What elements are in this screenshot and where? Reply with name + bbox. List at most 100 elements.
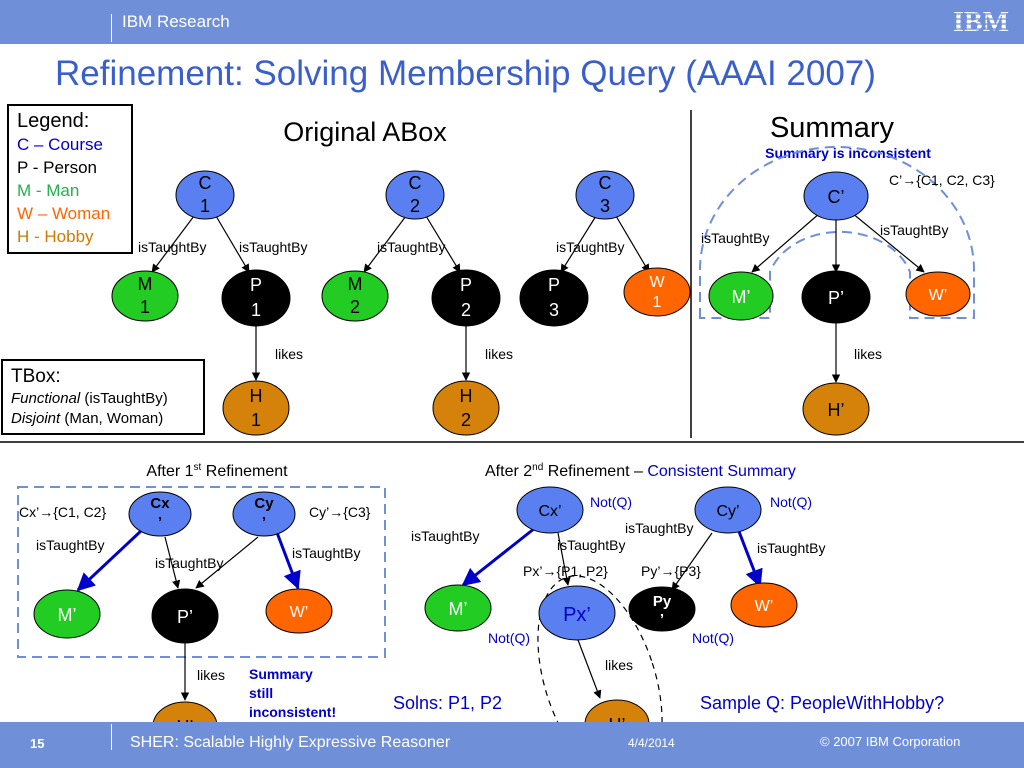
- still-inconsistent-line1: Summary: [249, 666, 313, 682]
- edge-label-likes-p1-h1: likes: [275, 346, 303, 362]
- svg-text:W’: W’: [290, 604, 309, 621]
- footer-bar: 15 SHER: Scalable Highly Expressive Reas…: [0, 722, 1024, 768]
- svg-text:W’: W’: [929, 287, 948, 304]
- edge-label-taught-r2-cy-w: isTaughtBy: [757, 540, 825, 556]
- px-mapping: Px’→{P1, P2}: [523, 563, 608, 579]
- svg-text:M’: M’: [58, 605, 77, 625]
- svg-text:W: W: [649, 274, 665, 291]
- svg-text:H: H: [460, 386, 473, 406]
- edge-label-taught-c3-p3: isTaughtBy: [556, 239, 624, 255]
- svg-text:M: M: [348, 274, 363, 294]
- edge-label-taught-cy-w: isTaughtBy: [292, 545, 360, 561]
- legend-item-course: C – Course: [17, 135, 103, 154]
- footer-copyright: © 2007 IBM Corporation: [820, 734, 961, 749]
- page-number: 15: [30, 736, 45, 751]
- first-refinement-dashed-box: [17, 486, 386, 658]
- edge-label-taught-c1-m1: isTaughtBy: [138, 239, 206, 255]
- node-r1-p: P’: [151, 588, 219, 644]
- svg-text:2: 2: [461, 410, 471, 430]
- edge-label-taught-cx-m: isTaughtBy: [36, 537, 104, 553]
- svg-text:P: P: [460, 275, 472, 295]
- ibm-logo: IBM: [946, 7, 1016, 38]
- svg-text:C: C: [409, 173, 422, 193]
- tbox-title: TBox:: [11, 366, 61, 387]
- notq-label-py: Not(Q): [692, 630, 734, 646]
- node-r2-py: Py’: [628, 586, 696, 632]
- sample-query-label: Sample Q: PeopleWithHobby?: [700, 693, 944, 713]
- svg-text:1: 1: [251, 300, 261, 320]
- node-summary-m: M’: [708, 271, 774, 321]
- node-c3: C3: [575, 170, 635, 220]
- svg-text:C: C: [599, 173, 612, 193]
- svg-text:3: 3: [549, 300, 559, 320]
- svg-text:P: P: [250, 275, 262, 295]
- tbox-line-disjoint: Disjoint (Man, Woman): [11, 410, 164, 427]
- node-h1: H1: [222, 380, 290, 436]
- node-h2: H2: [432, 380, 500, 436]
- edge-label-taught-c2-p2: isTaughtBy: [377, 239, 445, 255]
- svg-text:Cx: Cx: [150, 495, 170, 512]
- edge-label-taught-r2-cx-px: isTaughtBy: [557, 537, 625, 553]
- tbox-line-functional: Functional (isTaughtBy): [11, 390, 168, 407]
- legend-item-man: M - Man: [17, 181, 80, 200]
- notq-label-cx: Not(Q): [590, 494, 632, 510]
- node-summary-p: P’: [801, 270, 871, 324]
- svg-text:1: 1: [140, 297, 150, 317]
- heading-summary: Summary: [770, 112, 895, 144]
- edge-label-taught-summary-w: isTaughtBy: [880, 222, 948, 238]
- svg-text:2: 2: [461, 300, 471, 320]
- node-r1-cy: Cy’: [232, 491, 296, 537]
- node-p3: P3: [519, 269, 589, 327]
- still-inconsistent-line3: inconsistent!: [249, 704, 336, 720]
- svg-text:Px’: Px’: [563, 604, 591, 626]
- svg-text:IBM: IBM: [953, 7, 1009, 38]
- heading-after-first-refinement: After 1st Refinement: [146, 462, 288, 480]
- svg-text:C: C: [199, 173, 212, 193]
- node-p2: P2: [431, 269, 501, 327]
- node-r2-px: Px’: [538, 585, 616, 641]
- summary-mapping: C’→{C1, C2, C3}: [889, 172, 995, 188]
- cy-mapping: Cy’→{C3}: [309, 504, 371, 520]
- legend-item-person: P - Person: [17, 158, 98, 177]
- svg-text:’: ’: [158, 514, 162, 531]
- edge-label-taught-cx-p: isTaughtBy: [155, 555, 223, 571]
- node-c2: C2: [385, 170, 445, 220]
- node-w1: W1: [623, 267, 691, 317]
- footer-separator: [111, 724, 112, 750]
- still-inconsistent-line2: still: [249, 685, 273, 701]
- py-mapping: Py’→{P3}: [641, 563, 701, 579]
- svg-text:H: H: [250, 386, 263, 406]
- edge-label-taught-r2-cy-py: isTaughtBy: [625, 520, 693, 536]
- edge-label-likes-summary: likes: [854, 346, 882, 362]
- brand-label: IBM Research: [122, 12, 230, 31]
- tbox-box: TBox: Functional (isTaughtBy) Disjoint (…: [1, 359, 205, 435]
- svg-text:’: ’: [262, 514, 266, 531]
- svg-text:1: 1: [251, 410, 261, 430]
- edge-label-likes-p2-h2: likes: [485, 346, 513, 362]
- node-r2-w: W’: [730, 582, 798, 628]
- node-summary-c: C’: [803, 171, 869, 221]
- svg-text:Cy’: Cy’: [716, 503, 739, 520]
- notq-label-cy: Not(Q): [770, 494, 812, 510]
- svg-text:’: ’: [660, 611, 664, 628]
- heading-original-abox: Original ABox: [283, 117, 447, 147]
- svg-text:W’: W’: [755, 598, 774, 615]
- node-m2: M2: [321, 270, 389, 322]
- edge-label-taught-r2-cx-m: isTaughtBy: [411, 528, 479, 544]
- heading-after-second-refinement: After 2nd Refinement – Consistent Summar…: [485, 462, 796, 480]
- svg-text:P’: P’: [177, 607, 193, 627]
- node-c1: C1: [175, 170, 235, 220]
- legend-title: Legend:: [17, 110, 90, 132]
- summary-dashed-region: [699, 146, 975, 319]
- node-summary-w: W’: [905, 271, 971, 317]
- edge-label-taught-c1-p1: isTaughtBy: [239, 239, 307, 255]
- svg-text:Py: Py: [653, 593, 672, 610]
- header-bar: IBM Research IBM: [0, 0, 1024, 44]
- svg-text:2: 2: [410, 196, 420, 216]
- legend-box: Legend: C – Course P - Person M - Man W …: [7, 104, 133, 254]
- header-separator: [111, 14, 112, 42]
- node-r2-cy: Cy’: [694, 486, 762, 534]
- cx-mapping: Cx’→{C1, C2}: [19, 504, 106, 520]
- footer-title: SHER: Scalable Highly Expressive Reasone…: [130, 734, 451, 751]
